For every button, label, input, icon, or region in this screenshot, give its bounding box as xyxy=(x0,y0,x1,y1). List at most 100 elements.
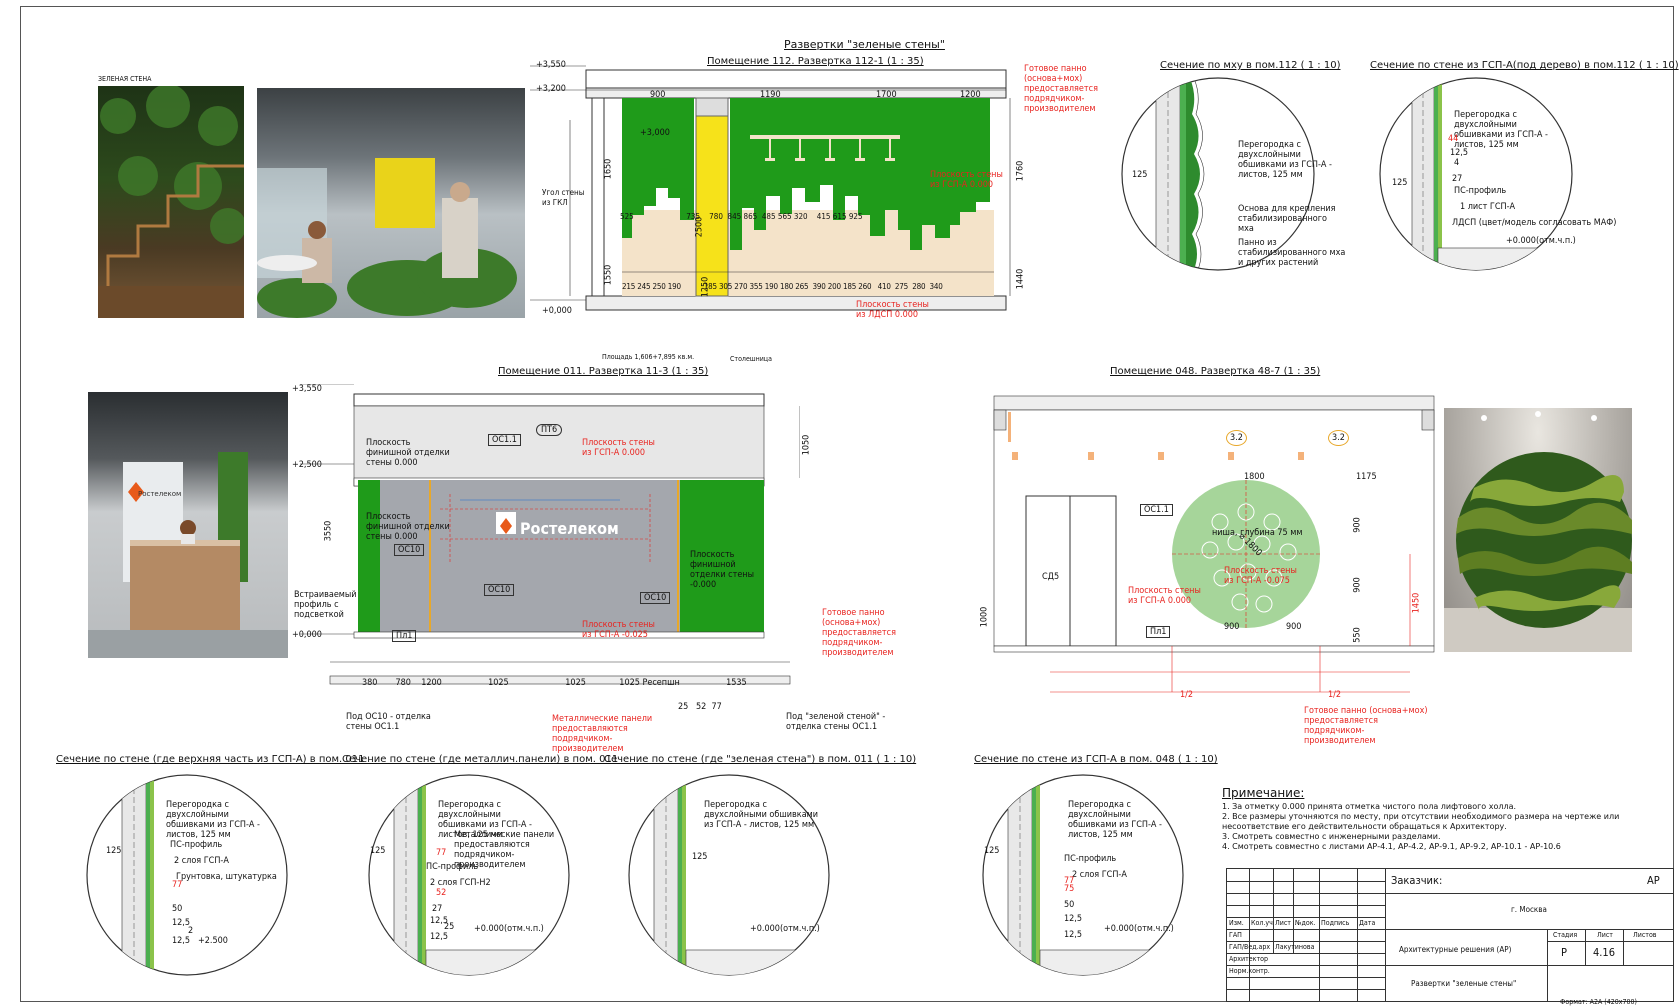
note-item-4: 4. Смотреть совместно с листами АР-4.1, … xyxy=(1222,842,1561,851)
left-margin-strip xyxy=(0,640,21,1000)
section-b-label-4: 2 слоя ГСП-Н2 xyxy=(430,878,491,888)
section-a-dim-1: 125 xyxy=(106,846,122,856)
room011-tag-pl1: Пл1 xyxy=(392,630,417,642)
section-b-dim-1: 125 xyxy=(370,846,386,856)
section-c-level: +0.000(отм.ч.п.) xyxy=(750,924,820,934)
stamp-h-list: Лист xyxy=(1275,919,1291,927)
section-a-label-3: 2 слоя ГСП-А xyxy=(174,856,229,866)
reception-photo: Ростелеком xyxy=(88,392,288,658)
room112-top-dim-4: 1200 xyxy=(960,90,981,100)
room011-level-floor: +0,000 xyxy=(292,630,322,640)
stamp-h-izm: Изм. xyxy=(1229,919,1244,927)
room048-note-plane: Плоскость стены из ГСП-А 0.000 xyxy=(1128,586,1201,606)
stamp-stage: Р xyxy=(1561,946,1567,959)
stamp-role-norm: Норм.контр. xyxy=(1229,967,1270,975)
room112-left-dim-1: 1650 xyxy=(603,158,614,180)
room048-dim-1800: 1800 xyxy=(1244,472,1265,482)
sheet-format: Формат: А2А (420x700) xyxy=(1560,998,1637,1006)
section-b-level: +0.000(отм.ч.п.) xyxy=(474,924,544,934)
room011-note-finish: Плоскость финишной отделки стены 0.000 xyxy=(366,438,450,468)
room048-tag-pl1: Пл1 xyxy=(1146,626,1171,638)
sheet-main-title: Развертки "зеленые стены" xyxy=(784,38,945,51)
section-a-dim-4: 12,5 xyxy=(172,918,191,928)
room048-elevation-drawing xyxy=(993,395,1435,693)
sec-wood-label-4: ЛДСП (цвет/модель согласовать МАФ) xyxy=(1452,218,1617,228)
section-d-title: Сечение по стене из ГСП-А в пом. 048 ( 1… xyxy=(974,754,1218,765)
room048-dim-half-b: 1/2 xyxy=(1328,690,1342,700)
room048-dim-900c: 900 xyxy=(1224,622,1240,632)
title-block: Изм. Кол.уч Лист №док. Подпись Дата ГАП … xyxy=(1226,868,1674,1002)
sec-wood-circle xyxy=(1379,77,1573,271)
room011-elevation-drawing xyxy=(300,384,800,685)
sheet-frame xyxy=(20,6,1674,1002)
room048-dim-1175: 1175 xyxy=(1356,472,1377,482)
section-a-label-4: Грунтовка, штукатурка xyxy=(176,872,277,882)
room011-small-dims: 25 52 77 xyxy=(678,702,722,712)
section-d-label-3: 2 слоя ГСП-А xyxy=(1072,870,1127,880)
section-d-dim-1: 125 xyxy=(984,846,1000,856)
stamp-sheets-label: Листов xyxy=(1633,931,1657,939)
stamp-h-kol: Кол.уч xyxy=(1251,919,1273,927)
room011-tag-pt6: ПТ6 xyxy=(536,424,563,436)
room112-note-table: Столешница xyxy=(730,355,772,363)
section-b-circle xyxy=(368,774,570,976)
room112-level-top: +3,550 xyxy=(536,60,566,70)
section-b-title: Сечение по стене (где металлич.панели) в… xyxy=(342,754,619,765)
svg-text:Ростелеком: Ростелеком xyxy=(138,490,181,498)
room011-note-panel: Готовое панно (основа+мох) предоставляет… xyxy=(822,608,896,658)
section-b-dim-7: 12,5 xyxy=(430,932,449,942)
room112-level-ceiling: +3,200 xyxy=(536,84,566,94)
stamp-section: Архитектурные решения (АР) xyxy=(1399,945,1512,954)
room112-note-gsp: Плоскость стены из ГСП-А 0.000 xyxy=(930,170,1003,190)
room112-left-dim-2: 1550 xyxy=(603,264,614,286)
note-item-3: 3. Смотреть совместно с инженерными разд… xyxy=(1222,832,1441,841)
stamp-h-sign: Подпись xyxy=(1321,919,1350,927)
room011-tag-os10-c: ОС10 xyxy=(640,592,671,604)
room011-note-gsp-2: Плоскость стены из ГСП-А -0.025 xyxy=(582,620,655,640)
section-d-dim-4: 50 xyxy=(1064,900,1075,910)
room048-tag-sd5: СД5 xyxy=(1042,572,1060,582)
room112-level-floor: +0,000 xyxy=(542,306,572,316)
room011-note-finish-2: Плоскость финишной отделки стены 0.000 xyxy=(366,512,450,542)
section-d-dim-3: 75 xyxy=(1064,884,1075,894)
stamp-stage-label: Стадия xyxy=(1553,931,1578,939)
section-d-dim-6: 12,5 xyxy=(1064,930,1083,940)
section-a-dim-2: 77 xyxy=(172,880,183,890)
sec-moss-label-1: Перегородка с двухслойными обшивками из … xyxy=(1238,140,1332,180)
section-a-dim-6: 12,5 xyxy=(172,936,191,946)
section-b-dim-2: 77 xyxy=(436,848,447,858)
stamp-role-gap: ГАП xyxy=(1229,931,1242,939)
section-b-dim-4: 27 xyxy=(432,904,443,914)
section-c-dim-1: 125 xyxy=(692,852,708,862)
room048-note-niche: ниша, глубина 75 мм xyxy=(1212,528,1303,538)
sec-wood-dim-2: 12,5 xyxy=(1450,148,1469,158)
section-b-label-2: Металлические панели предоставляются под… xyxy=(454,830,555,870)
room011-logo: Ростелеком xyxy=(520,519,619,538)
section-a-dim-5: 2 xyxy=(188,926,194,936)
room048-dim-1450: 1450 xyxy=(1411,592,1422,614)
sec-wood-dim-4: 27 xyxy=(1452,174,1463,184)
sec-moss-label-3: Панно из стабилизированного мха и других… xyxy=(1238,238,1346,268)
room048-dim-900d: 900 xyxy=(1286,622,1302,632)
sec-wood-level: +0.000(отм.ч.п.) xyxy=(1506,236,1576,246)
sec-moss-dim: 125 xyxy=(1132,170,1148,180)
room112-note-panel: Готовое панно (основа+мох) предоставляет… xyxy=(1024,64,1098,114)
room112-note-area: Площадь 1,606+7,895 кв.м. xyxy=(602,353,695,361)
room011-left-dim: 3550 xyxy=(323,520,334,542)
section-b-dim-5: 12,5 xyxy=(430,916,449,926)
sec-wood-title: Сечение по стене из ГСП-А(под дерево) в … xyxy=(1370,60,1679,71)
section-d-dim-5: 12,5 xyxy=(1064,914,1083,924)
section-c-circle xyxy=(628,774,830,976)
room048-dim-900a: 900 xyxy=(1352,517,1363,533)
room011-note-under: Под ОС10 - отделка стены ОС1.1 xyxy=(346,712,431,732)
office-interior-photo xyxy=(257,88,525,318)
stamp-sheet-no: 4.16 xyxy=(1593,946,1616,959)
section-a-title: Сечение по стене (где верхняя часть из Г… xyxy=(56,754,365,765)
room011-right-dim: 1050 xyxy=(801,434,812,456)
room011-level-top: +3,550 xyxy=(292,384,322,394)
sec-wood-label-1: Перегородка с двухслойными обшивками из … xyxy=(1454,110,1548,150)
room112-top-dim-1: 900 xyxy=(650,90,666,100)
note-item-1: 1. За отметку 0.000 принята отметка чист… xyxy=(1222,802,1517,811)
moss-circle-photo xyxy=(1444,408,1632,652)
sec-wood-dim-5: 125 xyxy=(1392,178,1408,188)
